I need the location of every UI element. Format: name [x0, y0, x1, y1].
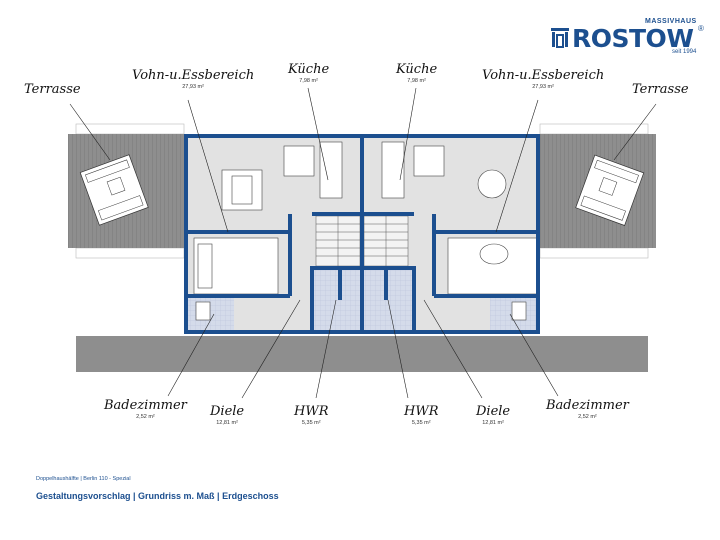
- room-name: Diele: [210, 404, 245, 419]
- lounge-furniture-left: [79, 154, 149, 226]
- brand-logo: MASSIVHAUS ROSTOW ® seit 1994: [550, 18, 710, 58]
- furniture-left-unit: [193, 141, 343, 321]
- staircase-right: [363, 215, 409, 267]
- room-area: 12,81 m²: [482, 420, 504, 426]
- room-area: 27,93 m²: [182, 84, 204, 90]
- room-area: 7,98 m²: [407, 78, 426, 84]
- footer: Doppelhaushälfte | Berlin 110 - Spezial …: [36, 476, 279, 501]
- furniture-right-unit: [381, 141, 539, 321]
- brand-kicker: MASSIVHAUS: [645, 18, 697, 25]
- room-area: 27,93 m²: [532, 84, 554, 90]
- brand-registered: ®: [698, 24, 704, 33]
- room-name: Terrasse: [24, 82, 81, 97]
- room-name: Vohn-u.Essbereich: [482, 68, 605, 83]
- room-area: 7,98 m²: [299, 78, 318, 84]
- room-name: Badezimmer: [104, 398, 187, 413]
- walls: [184, 134, 540, 334]
- label-terrasse-right: Terrasse: [632, 82, 689, 97]
- room-name: Diele: [476, 404, 511, 419]
- label-diele-left: Diele 12,81 m²: [210, 404, 244, 426]
- label-wohn-left: Vohn-u.Essbereich 27,93 m²: [132, 68, 254, 90]
- label-kueche-left: Küche 7,98 m²: [288, 62, 329, 84]
- room-name: Küche: [288, 62, 330, 77]
- label-terrasse-left: Terrasse: [24, 82, 81, 97]
- brand-since: seit 1994: [672, 49, 697, 55]
- staircase-left: [315, 215, 361, 267]
- room-name: Vohn-u.Essbereich: [132, 68, 255, 83]
- room-name: Küche: [396, 62, 438, 77]
- label-bad-right: Badezimmer 2,52 m²: [546, 398, 629, 420]
- label-diele-right: Diele 12,81 m²: [476, 404, 510, 426]
- brand-name: ROSTOW: [572, 24, 694, 53]
- label-bad-left: Badezimmer 2,52 m²: [104, 398, 187, 420]
- room-area: 5,35 m²: [411, 420, 431, 426]
- room-area: 2,52 m²: [578, 414, 597, 420]
- label-wohn-right: Vohn-u.Essbereich 27,93 m²: [482, 68, 604, 90]
- room-name: HWR: [404, 404, 439, 419]
- room-name: Badezimmer: [546, 398, 629, 413]
- house-logo-icon: [551, 28, 569, 48]
- label-hwr-right: HWR 5,35 m²: [404, 404, 439, 426]
- lounge-furniture-right: [575, 154, 645, 226]
- room-area: 2,52 m²: [136, 414, 155, 420]
- front-path: [76, 336, 648, 372]
- leader-lines: [69, 87, 657, 399]
- label-hwr-left: HWR 5,35 m²: [294, 404, 329, 426]
- room-name: Terrasse: [632, 82, 689, 97]
- footer-title: Gestaltungsvorschlag | Grundriss m. Maß …: [36, 491, 279, 501]
- room-area: 12,81 m²: [216, 420, 238, 426]
- label-kueche-right: Küche 7,98 m²: [396, 62, 437, 84]
- room-name: HWR: [294, 404, 329, 419]
- room-area: 5,35 m²: [301, 420, 321, 426]
- footer-subtitle: Doppelhaushälfte | Berlin 110 - Spezial: [36, 476, 131, 482]
